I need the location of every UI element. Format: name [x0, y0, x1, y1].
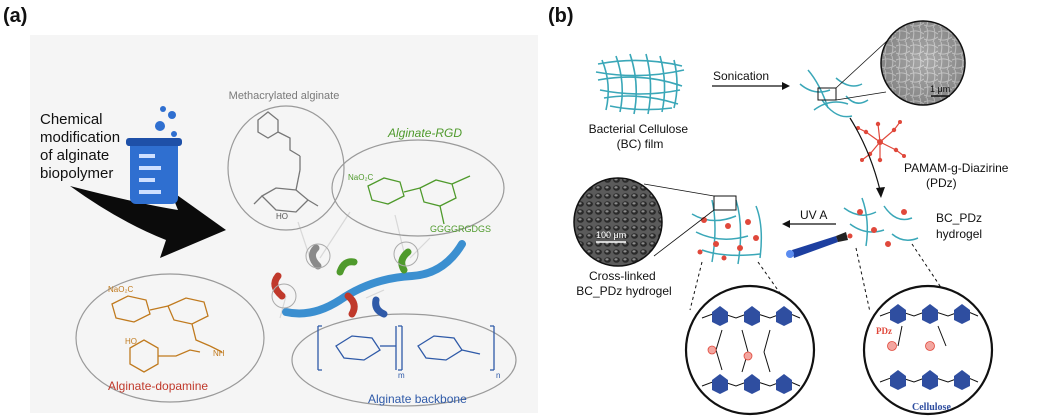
connector-lines [279, 211, 431, 319]
scale-top-label: 1 μm [930, 84, 950, 94]
rgd-nao2c-label: NaO₂C [348, 173, 374, 182]
crosslinked-line-1: Cross-linked [589, 269, 656, 283]
methacrylated-ho-label: HO [276, 212, 288, 221]
rgd-structure [367, 175, 471, 225]
highlight-circle-3 [271, 283, 297, 309]
backbone-structure [317, 325, 495, 371]
backbone-title: Alginate backbone [368, 392, 467, 406]
pdz-label: PAMAM-g-Diazirine (PDz) [904, 161, 1012, 190]
cellulose-label: Cellulose [912, 402, 951, 413]
pdz-molecule [856, 120, 906, 163]
dopamine-ellipse [75, 273, 265, 403]
intro-line-4: biopolymer [40, 165, 113, 182]
dispersed-fibers-top [799, 69, 869, 118]
big-black-arrow-icon [70, 186, 226, 258]
zoom-box-left [713, 195, 737, 211]
crosslinked-label: Cross-linked BC_PDz hydrogel [576, 269, 671, 298]
dopamine-ho-label: HO [125, 337, 137, 346]
rgd-ellipse [331, 139, 505, 237]
curved-down-arrow [849, 117, 881, 191]
rgd-peptide: GGGGRGDGS [430, 224, 491, 234]
bc-film-mesh [595, 53, 685, 115]
methacrylate-pendant [309, 244, 322, 270]
panel-a-label: (a) [3, 5, 27, 27]
alginate-chain [282, 240, 466, 318]
uva-arrowhead-icon [782, 220, 790, 228]
methacrylated-ellipse [227, 105, 345, 231]
pdz-cellulose-circle: PDz Cellulose [862, 284, 994, 416]
zoom-line-left-2 [653, 209, 715, 257]
pdz-line-1: PAMAM-g-Diazirine [904, 161, 1009, 175]
intro-line-3: of alginate [40, 147, 109, 164]
highlight-circle-1 [305, 243, 331, 269]
backbone-sub-n: n [496, 371, 500, 380]
dopamine-nao2c-label: NaO₂C [108, 285, 134, 294]
rgd-title: Alginate-RGD [387, 126, 462, 140]
sonication-arrowhead-icon [782, 82, 790, 90]
backbone-sub-m: m [398, 371, 405, 380]
panel-a-background [30, 35, 538, 413]
zoom-line-top-1 [835, 39, 889, 89]
dopamine-pendant-2 [344, 292, 358, 318]
bc-pdz-line-2: hydrogel [936, 227, 982, 241]
uva-label: UV A [800, 208, 827, 222]
rgd-pendant-2 [398, 248, 412, 274]
sem-image-left [574, 178, 662, 266]
crosslinked-cellulose-circle [684, 284, 816, 416]
intro-text: Chemical modification of alginate biopol… [40, 111, 124, 182]
panel-a: (a) Chemical modification of alginate bi… [3, 5, 538, 413]
scale-left-label: 100 μm [596, 230, 626, 240]
sem-top-border [880, 20, 966, 106]
crosslinked-line-2: BC_PDz hydrogel [576, 284, 671, 298]
sonication-label: Sonication [713, 69, 769, 83]
bc-pdz-dots [847, 209, 907, 247]
sem-image-top [881, 21, 965, 105]
sem-left-border [573, 177, 663, 267]
rgd-pendant-1 [336, 258, 358, 276]
backbone-pendant [372, 296, 388, 318]
methacrylated-alginate-title: Methacrylated alginate [229, 90, 340, 102]
backbone-ellipse [291, 313, 517, 407]
curved-down-arrowhead-icon [876, 187, 885, 198]
pdz-line-2: (PDz) [926, 176, 957, 190]
methacrylated-structure [253, 111, 319, 213]
bc-pdz-line-1: BC_PDz [936, 211, 982, 225]
beaker-icon [126, 106, 182, 204]
dopamine-title: Alginate-dopamine [108, 379, 208, 393]
bc-film-line-1: Bacterial Cellulose [589, 122, 689, 136]
intro-line-2: modification [40, 129, 120, 146]
crosslinked-dots [697, 217, 759, 261]
crosslinked-fibers [691, 199, 763, 265]
bc-pdz-fibers [843, 197, 919, 247]
dopamine-nh-label: NH [213, 349, 225, 358]
highlight-circle-2 [393, 241, 419, 267]
panel-b-label: (b) [548, 5, 574, 27]
pdz-tag: PDz [876, 326, 892, 336]
uv-lamp-icon [786, 232, 848, 258]
bc-film-label: Bacterial Cellulose (BC) film [589, 122, 692, 151]
panel-b: (b) Bacterial Cellulose (BC) film Sonica… [548, 5, 1012, 416]
dopamine-structure [111, 295, 223, 373]
chain-pendants [271, 244, 412, 318]
zoom-line-left-1 [643, 183, 715, 197]
zoom-line-top-2 [835, 91, 887, 101]
zoom-box-top [817, 87, 837, 101]
bc-pdz-label: BC_PDz hydrogel [936, 211, 985, 241]
intro-line-1: Chemical [40, 111, 103, 128]
dopamine-pendant [271, 272, 286, 300]
bc-film-line-2: (BC) film [617, 137, 664, 151]
